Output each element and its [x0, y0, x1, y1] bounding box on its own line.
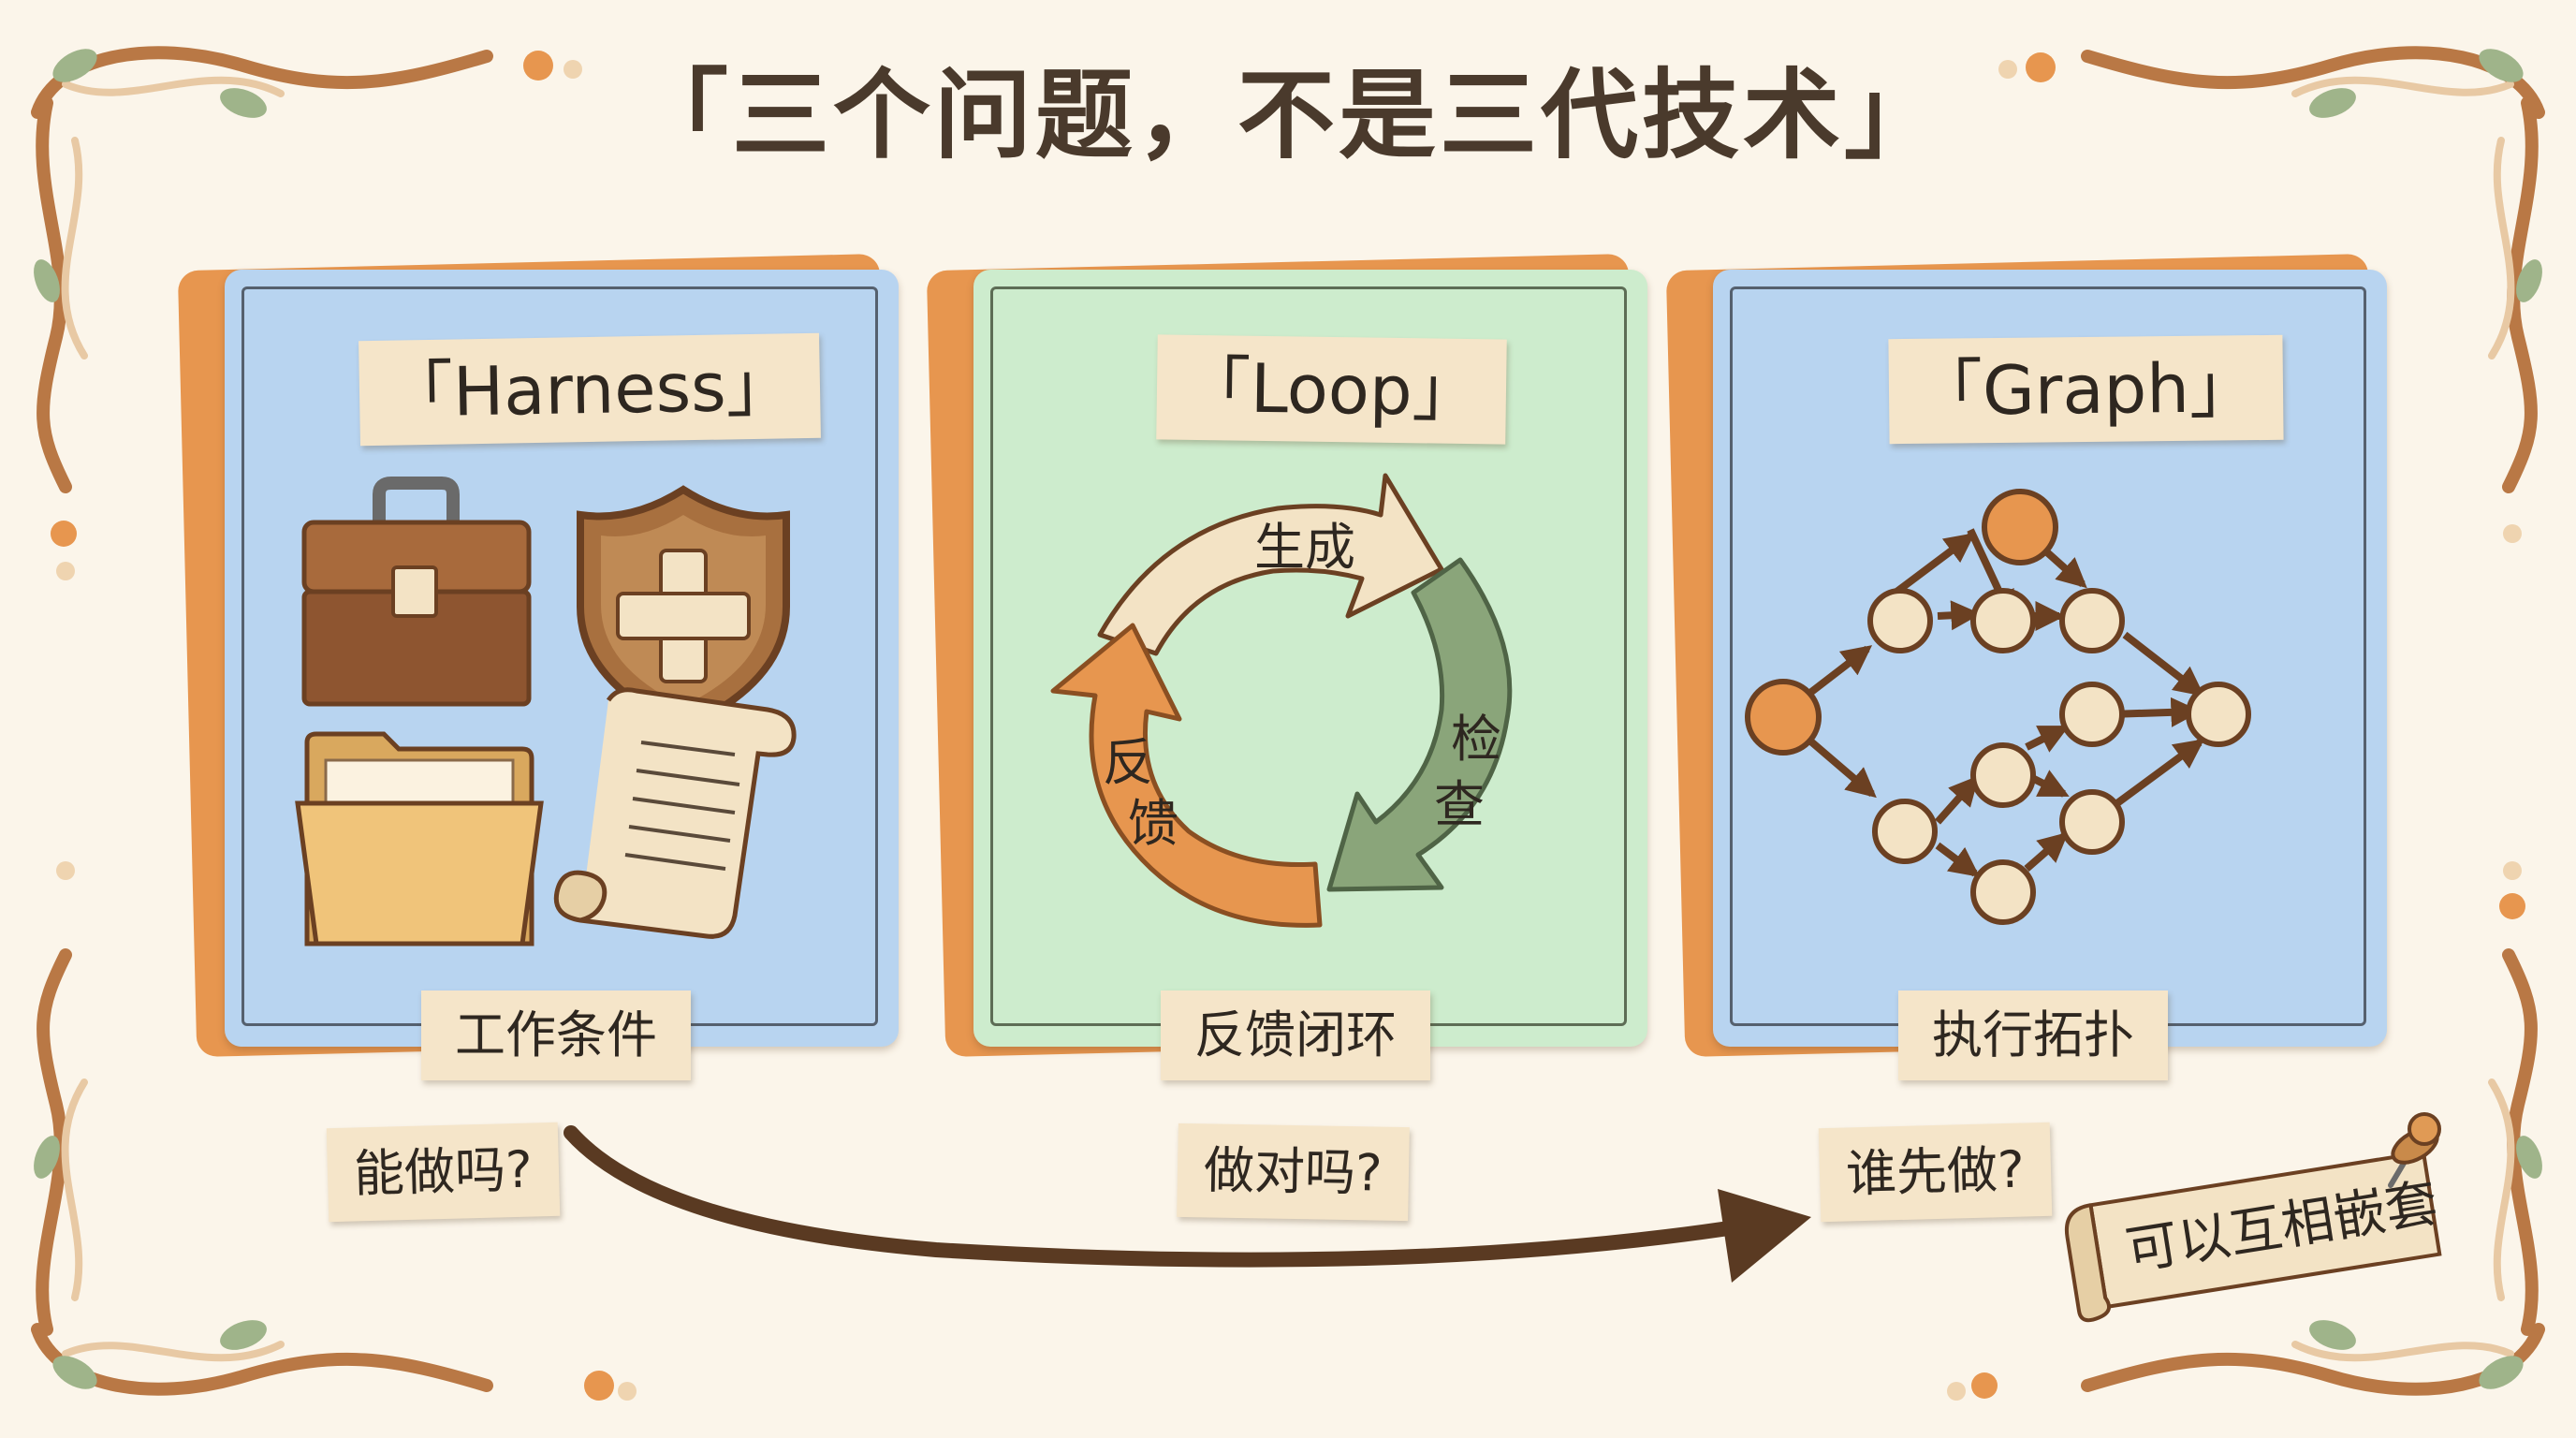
card-label-graph: 执行拓扑: [1898, 990, 2168, 1080]
graph-node: [1970, 742, 2036, 808]
toolbox-icon: [301, 477, 532, 707]
cycle-check-1: 检: [1451, 710, 1501, 769]
check-arrow: [1326, 557, 1513, 892]
graph-node-end: [2186, 682, 2251, 747]
graph-node: [1872, 799, 1938, 864]
cycle-check-2: 查: [1434, 775, 1485, 834]
cycle-generate: 生成: [1254, 518, 1355, 577]
graph-node: [1970, 588, 2036, 653]
cycle-feedback-1: 反: [1103, 733, 1153, 792]
note-scroll: [2064, 1150, 2442, 1323]
generate-arrow: [1097, 473, 1444, 656]
graph-diagram: [1745, 489, 2251, 925]
pushpin-icon: [2388, 1112, 2441, 1188]
card-graph: 「Graph」 执行拓扑: [1665, 253, 2388, 1080]
loop-cycle-diagram: 生成 检 查 反 馈: [1050, 473, 1513, 928]
feedback-arrow: [1050, 623, 1323, 928]
nesting-note: 可以互相嵌套: [2051, 1131, 2461, 1331]
graph-node: [2059, 789, 2125, 855]
graph-node-top: [1982, 489, 2058, 565]
question-loop: 做对吗?: [1177, 1123, 1410, 1222]
card-loop: 生成 检 查 反 馈 「Loop」 反馈闭环: [926, 253, 1648, 1080]
card-label-harness: 工作条件: [421, 990, 691, 1080]
scroll-icon: [553, 687, 797, 939]
shield-icon: [577, 485, 790, 733]
cycle-feedback-2: 馈: [1128, 794, 1178, 853]
graph-node-start: [1745, 679, 1822, 756]
graph-node: [1970, 859, 2036, 925]
graph-node: [2059, 682, 2125, 747]
question-graph: 谁先做?: [1818, 1122, 2052, 1223]
card-harness: 「Harness」 工作条件: [177, 253, 900, 1080]
harness-illustration: [295, 477, 797, 946]
graph-node: [2059, 588, 2125, 653]
folder-icon: [295, 731, 544, 946]
page-title: 「三个问题，不是三代技术」: [630, 58, 1945, 172]
graph-node: [1867, 588, 1933, 653]
question-harness: 能做吗?: [326, 1122, 560, 1223]
card-label-loop: 反馈闭环: [1161, 990, 1430, 1080]
